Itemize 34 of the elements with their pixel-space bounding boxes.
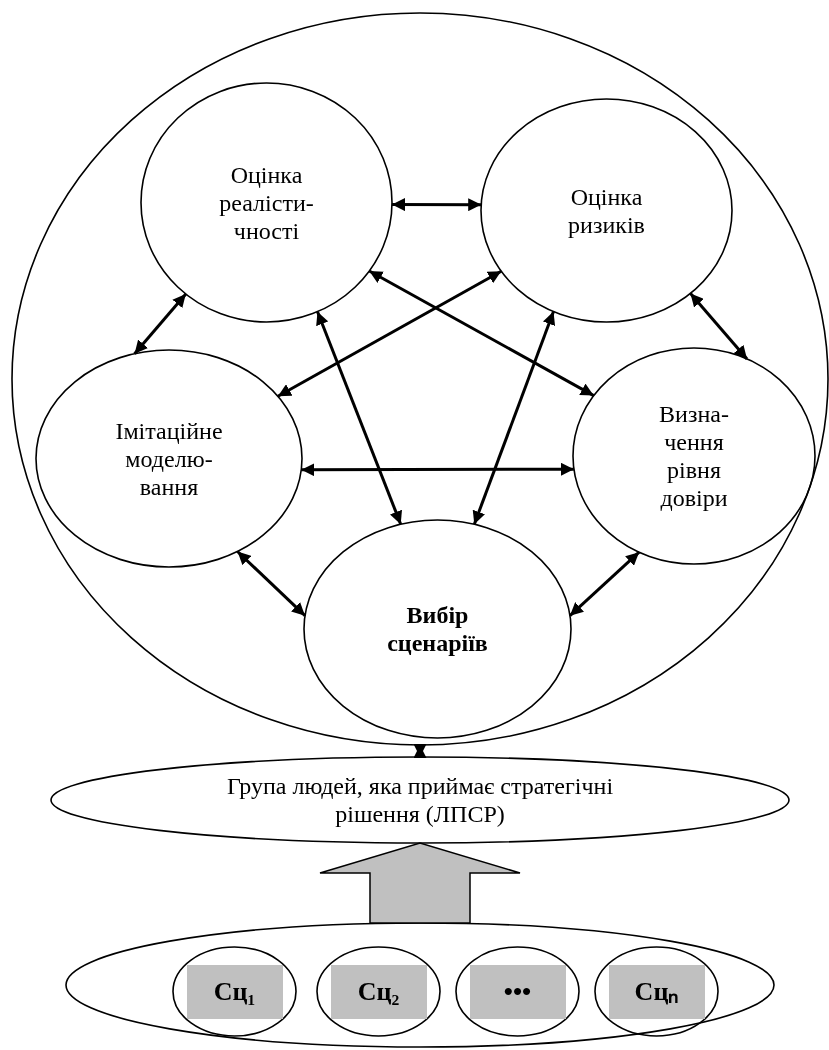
node-label: Оцінка реалісти- чності	[218, 160, 315, 245]
double-arrow	[569, 551, 641, 617]
node-label: Група людей, яка приймає стратегічні рішення (ЛПСР)	[225, 772, 615, 828]
scenario-label: Сц₂	[330, 964, 427, 1019]
ellipse-node	[594, 946, 719, 1037]
double-arrow	[689, 292, 749, 360]
ellipse-node	[35, 349, 303, 568]
double-arrow	[236, 550, 307, 617]
ellipse-node	[140, 82, 393, 323]
double-arrow	[301, 462, 574, 477]
scenario-label: Сцₙ	[608, 964, 705, 1019]
ellipse-node	[572, 347, 816, 565]
ellipse-node	[172, 946, 297, 1037]
double-arrow	[133, 293, 187, 355]
node-label: Вибір сценаріїв	[386, 601, 489, 657]
double-arrow	[413, 744, 427, 758]
double-arrow	[368, 269, 595, 397]
double-arrow	[392, 198, 482, 212]
double-arrow	[316, 311, 403, 525]
node-label: Оцінка ризиків	[567, 182, 646, 239]
ellipse-node	[480, 98, 733, 323]
node-label: Імітаційне моделю- вання	[114, 416, 224, 501]
ellipse-node	[11, 12, 829, 746]
double-arrow	[277, 269, 502, 398]
ellipse-node	[50, 756, 790, 844]
double-arrow	[472, 311, 556, 525]
ellipse-node	[455, 946, 580, 1037]
scenario-label: •••	[469, 964, 566, 1019]
ellipse-node	[65, 922, 775, 1048]
block-arrow	[319, 842, 521, 924]
ellipse-node	[303, 519, 572, 739]
node-label: Визна- чення рівня довіри	[658, 400, 730, 512]
ellipse-node	[316, 946, 441, 1037]
scenario-label: Сц₁	[186, 964, 283, 1019]
